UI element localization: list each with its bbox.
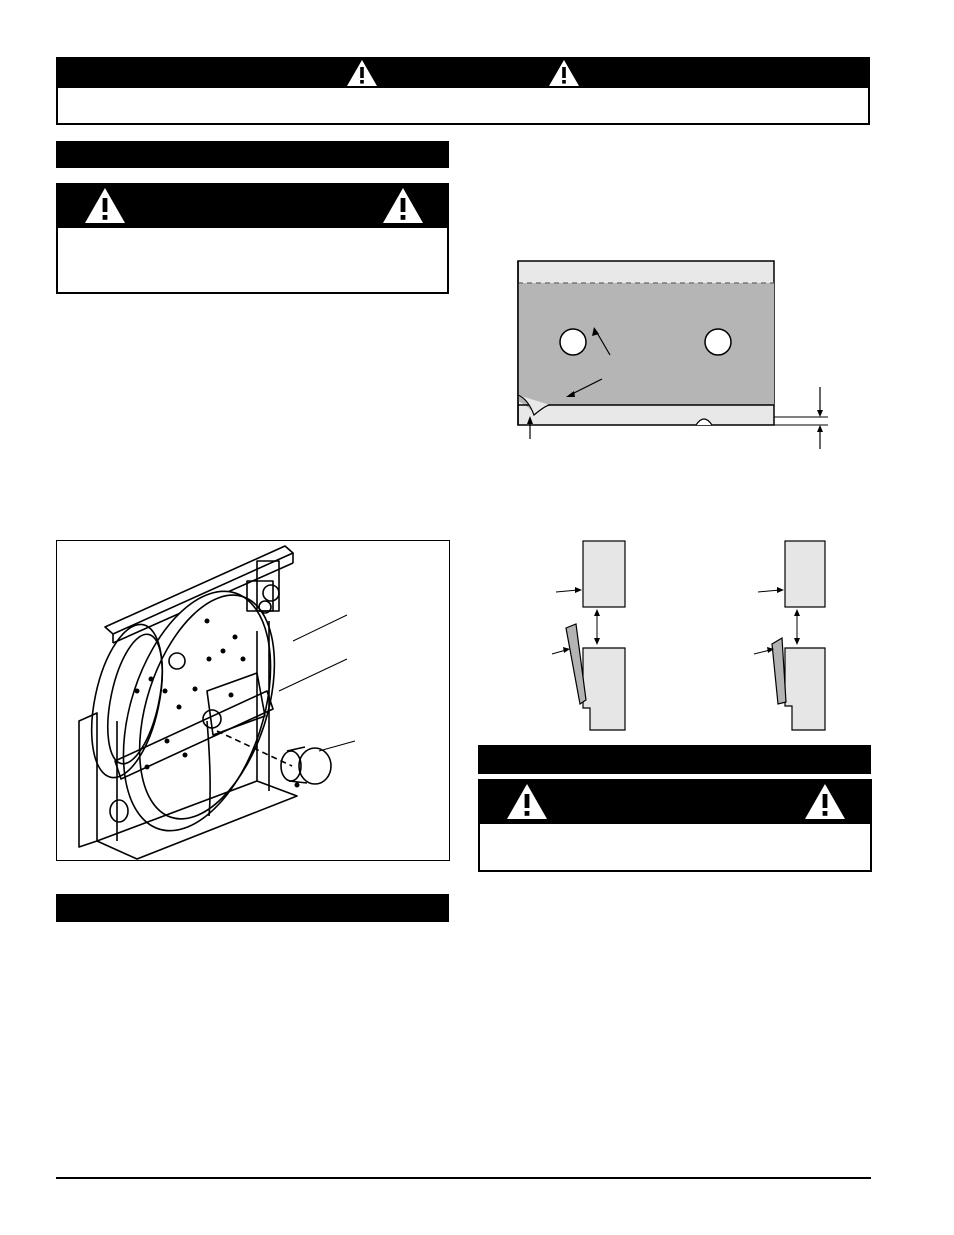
section-header-bar — [56, 141, 449, 168]
blade-gap-detail-left — [550, 540, 640, 732]
warning-triangle-icon — [805, 784, 845, 819]
warning-triangle-icon — [347, 60, 377, 86]
section-header-bar — [56, 894, 449, 922]
warning-triangle-icon — [549, 60, 579, 86]
warning-triangle-icon — [85, 188, 125, 223]
section-header-bar — [478, 745, 871, 774]
top-banner-body — [56, 86, 870, 125]
plate-wear-diagram — [510, 255, 840, 455]
blade-gap-detail-right — [752, 540, 842, 732]
operator-assembly-figure — [56, 540, 450, 861]
warning-triangle-icon — [507, 784, 547, 819]
warning-box-header — [56, 183, 449, 228]
warning-triangle-icon — [383, 188, 423, 223]
warning-box-body — [478, 822, 872, 872]
warning-box-body — [56, 226, 449, 294]
warning-box-header — [478, 779, 872, 824]
top-banner-header — [56, 57, 870, 88]
footer-rule — [56, 1177, 871, 1179]
